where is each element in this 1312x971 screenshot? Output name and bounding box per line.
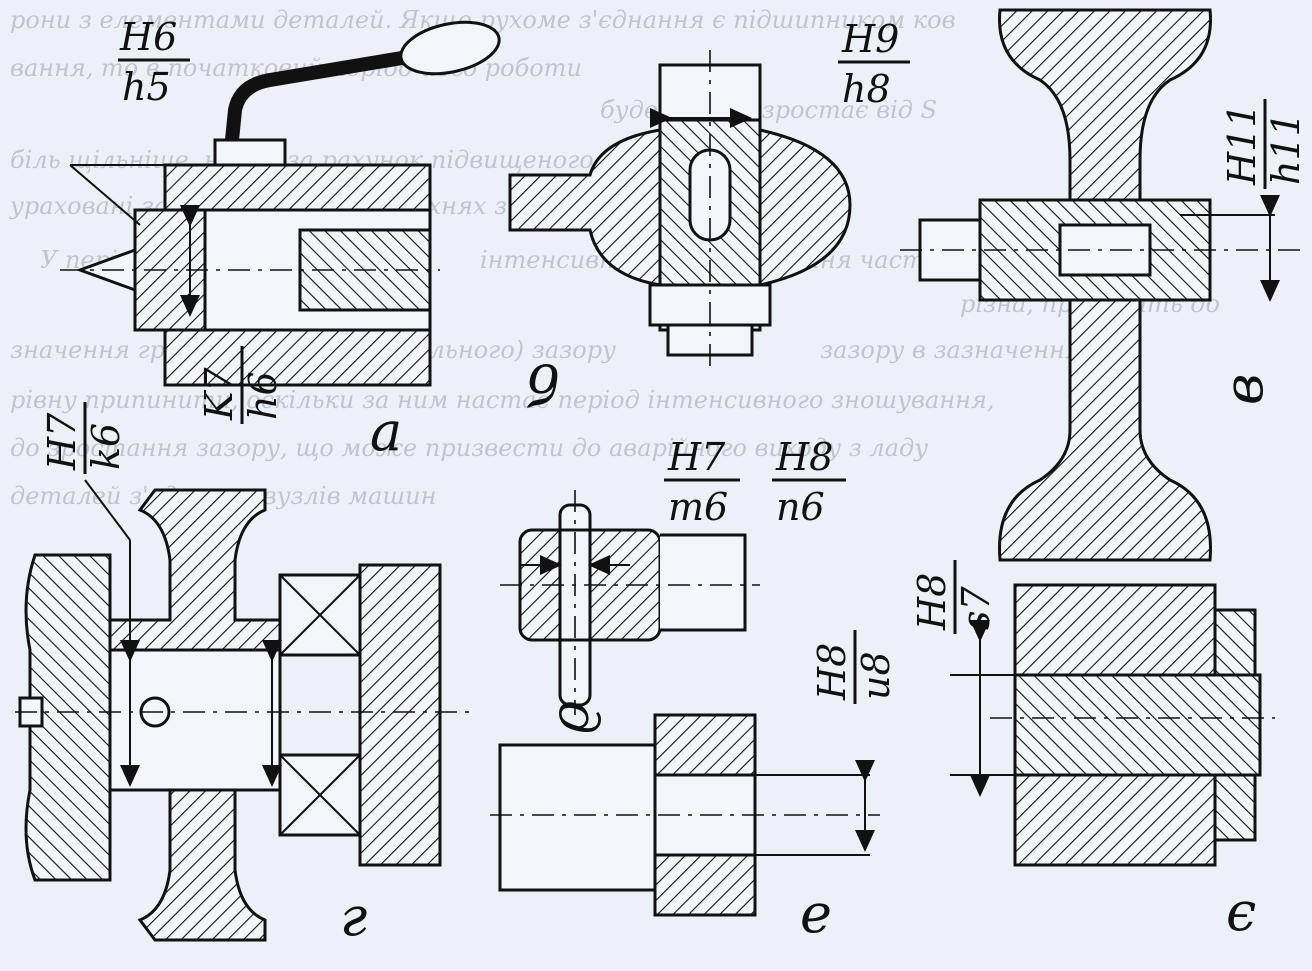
assembly-a-labels: H6 h5 K7 h6 a: [118, 15, 402, 463]
view-label: є: [1226, 880, 1256, 943]
assembly-a: [60, 20, 501, 387]
view-label: г: [340, 885, 367, 948]
fit-denominator: h11: [1264, 112, 1308, 185]
assembly-b-labels: H9 h8 б: [526, 17, 910, 415]
assembly-d: [500, 490, 760, 715]
bg-line: до зростання зазору, що може призвести д…: [10, 434, 928, 462]
fit-numerator: H6: [119, 15, 177, 59]
fit-numerator: H8: [810, 643, 854, 701]
bg-line: рівну припинити, оскільки за ним настає …: [10, 386, 994, 414]
assembly-v: [900, 8, 1300, 562]
fit-numerator: H11: [1220, 104, 1264, 187]
fit-numerator: H8: [775, 435, 833, 479]
fit-denominator: h5: [122, 65, 171, 109]
fit-denominator: s7: [954, 585, 998, 630]
view-label: a: [370, 400, 402, 463]
assembly-e: [490, 713, 880, 917]
fit-denominator: n6: [776, 485, 825, 529]
assembly-ye-labels: H8 s7 є: [910, 560, 1256, 943]
fit-numerator: H9: [841, 17, 899, 61]
fit-denominator: m6: [668, 485, 728, 529]
view-label: е: [800, 882, 832, 945]
assembly-d-labels: H7 m6 H8 n6 д: [547, 435, 846, 734]
assembly-b: [508, 50, 852, 370]
fit-denominator: h8: [842, 67, 891, 111]
fit-denominator: u8: [854, 651, 898, 700]
fit-denominator: k6: [84, 423, 128, 470]
fit-denominator: h6: [241, 371, 285, 420]
fit-numerator: H7: [667, 435, 726, 479]
view-label: д: [547, 700, 610, 734]
assembly-g-labels: H7 k6 г: [40, 402, 367, 948]
assembly-ye: [950, 583, 1275, 867]
fit-numerator: H7: [40, 412, 84, 471]
fit-numerator: K7: [197, 367, 241, 421]
view-label: б: [526, 352, 560, 415]
fit-numerator: H8: [910, 573, 954, 631]
view-label: в: [1212, 374, 1275, 405]
assembly-e-labels: H8 u8 е: [800, 630, 898, 945]
assembly-v-labels: H11 h11 в: [1212, 99, 1308, 405]
assembly-g: [15, 479, 470, 942]
